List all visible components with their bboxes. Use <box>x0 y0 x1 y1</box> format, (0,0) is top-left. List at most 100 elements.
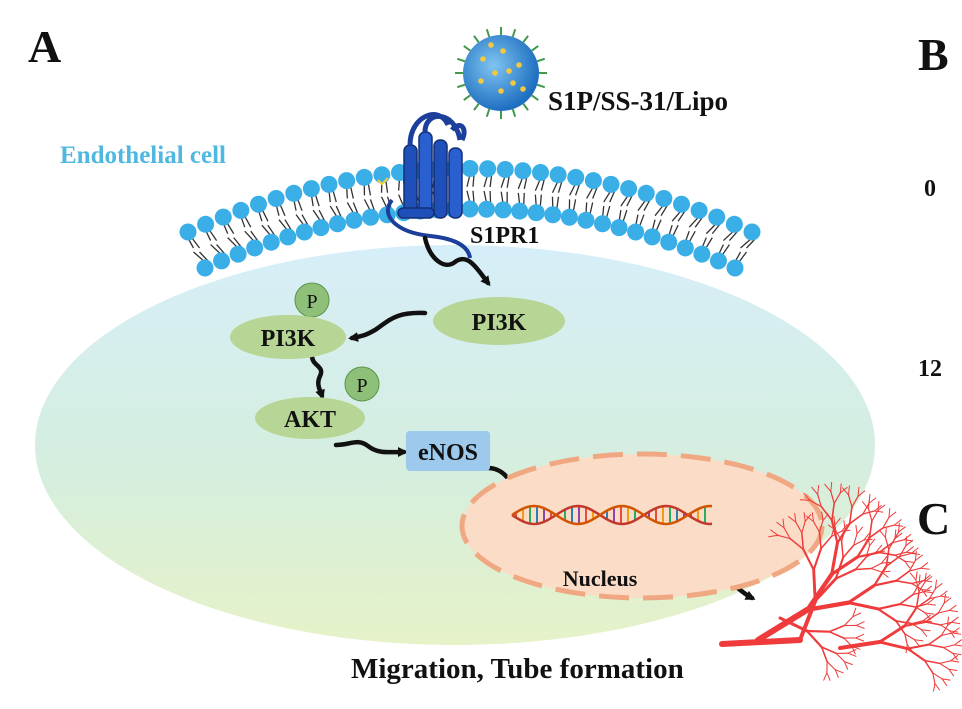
vessel-branch <box>921 629 928 637</box>
lipid-head <box>532 163 549 181</box>
lipid-tail <box>483 174 493 204</box>
lipid-head <box>320 175 338 193</box>
vessel-branch <box>813 577 838 603</box>
vessel-branch <box>851 645 856 655</box>
lipid-tail <box>466 174 475 204</box>
lipid-head <box>577 211 595 229</box>
lipid-head <box>213 252 231 270</box>
vessel-branch <box>876 607 898 623</box>
vessel-branch <box>952 632 962 635</box>
vessel-branch <box>904 633 916 641</box>
lipid-tail <box>240 216 260 243</box>
vessel-branch <box>873 579 898 587</box>
vessel-branch <box>842 544 855 559</box>
vessel-branch <box>905 546 914 553</box>
vessel-branch <box>933 683 936 692</box>
vessel-branch <box>881 570 891 573</box>
vessel-branch <box>948 668 955 677</box>
vessel-trunk <box>719 637 803 647</box>
vessel-branch <box>921 629 931 632</box>
vessel-branch <box>798 598 818 642</box>
vessel-branch <box>881 571 889 578</box>
vessel-branch <box>906 647 926 662</box>
lipid-head <box>362 208 380 226</box>
nanoparticle-cargo-dot <box>488 42 494 48</box>
nanoparticle-cargo-dot <box>516 62 522 68</box>
vessel-branch <box>918 574 921 585</box>
vessel-branch <box>801 532 805 551</box>
lipid-head <box>302 180 320 198</box>
pi3k-upper-label: PI3K <box>472 310 527 336</box>
lipid-tail <box>275 204 293 232</box>
lipid-head <box>693 245 711 263</box>
vessel-branch <box>830 555 859 576</box>
vessel-branch <box>894 529 897 540</box>
vessel-branch <box>934 583 943 590</box>
vessel-branch <box>820 535 833 550</box>
vessel-branch <box>811 512 814 522</box>
lipid-head <box>232 201 250 219</box>
vessel-branch <box>812 520 821 533</box>
vessel-branch <box>834 517 841 526</box>
vessel-branch <box>856 536 871 559</box>
akt-node: AKT <box>255 397 365 439</box>
vessel-branch <box>777 534 791 540</box>
vessel-branch <box>867 508 873 522</box>
vessel-branch <box>947 619 955 626</box>
pi3k-node-upper: PI3K <box>433 297 565 345</box>
lipid-head <box>594 215 611 233</box>
vessel-branch <box>855 624 865 629</box>
vessel-branch <box>940 590 948 597</box>
vessel-branch <box>830 541 839 576</box>
vessel-branch <box>834 521 837 531</box>
panel-label-b: B <box>918 29 949 80</box>
vessel-branch <box>910 552 921 555</box>
lipid-head <box>637 184 655 202</box>
vessel-branch <box>835 652 845 663</box>
vessel-branch <box>817 484 820 495</box>
vessel-branch <box>884 527 887 538</box>
phospho-badge-1: P <box>294 282 330 318</box>
outcome-label: Migration, Tube formation <box>351 653 684 685</box>
lipid-tail <box>345 186 359 215</box>
vessel-branch <box>918 581 926 593</box>
nucleus: Nucleus <box>459 451 825 601</box>
vessel-branch <box>862 501 869 510</box>
nanoparticle-cargo-dot <box>478 78 484 84</box>
nanoparticle-ligand <box>522 35 529 43</box>
vessel-branch <box>893 524 904 527</box>
vessel-branch <box>805 515 814 522</box>
vessel-branch <box>834 669 839 678</box>
vessel-branch <box>908 567 922 572</box>
vessel-branch <box>943 593 946 604</box>
vessel-branch <box>854 556 867 571</box>
vessel-branch <box>914 551 917 561</box>
vessel-branch <box>934 683 941 691</box>
nanoparticle-ligand <box>536 57 546 63</box>
vessel-branch <box>856 526 863 535</box>
vessel-branch <box>842 487 849 496</box>
nanoparticle-ligand <box>511 28 517 38</box>
lipid-head <box>262 233 280 251</box>
vessel-branch <box>905 536 908 547</box>
vessel-branch <box>912 583 920 596</box>
nanoparticle-ligand <box>473 35 480 43</box>
vessel-branch <box>922 614 931 622</box>
lipid-tail <box>363 183 376 212</box>
vessel-branch <box>940 624 949 637</box>
vessel-branch <box>782 518 785 529</box>
vessel-branch <box>833 492 841 504</box>
lipid-head <box>229 245 247 263</box>
lipid-head <box>511 202 529 220</box>
vessel-branch <box>895 620 913 625</box>
vessel-branch <box>818 520 824 533</box>
vessel-branch <box>882 516 890 529</box>
vessel-branch <box>948 609 958 613</box>
vessel-branch <box>894 554 906 562</box>
vessel-branch <box>950 660 960 663</box>
vessel-branch <box>909 572 917 581</box>
nanoparticle-ligand <box>463 45 471 52</box>
lipid-head <box>250 195 267 213</box>
